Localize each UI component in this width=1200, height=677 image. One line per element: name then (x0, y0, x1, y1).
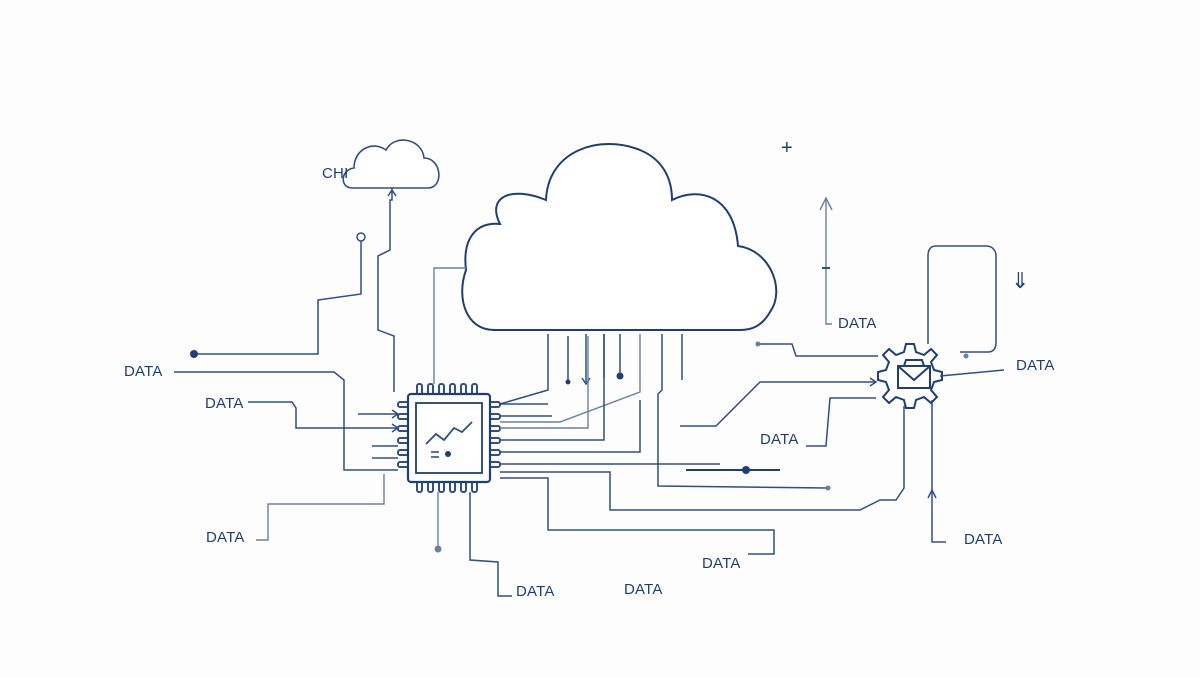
plus-icon: + (781, 137, 793, 159)
cloud-left-wire (433, 267, 466, 384)
data-label-bottom-3: DATA (702, 555, 741, 572)
chip-icon (397, 383, 501, 493)
node-dot-icon (190, 350, 198, 358)
slider-line (686, 466, 780, 474)
small-cloud-icon (342, 139, 440, 189)
data-label-left-1: DATA (124, 363, 163, 380)
envelope-icon (897, 359, 931, 389)
chip-right-wires (500, 334, 905, 555)
big-cloud-icon (461, 143, 778, 331)
data-label-top-right: DATA (838, 315, 877, 332)
data-label-gear-right: DATA (1016, 357, 1055, 374)
data-label-bottom-2: DATA (624, 581, 663, 598)
chip-bottom-wires (434, 492, 512, 597)
open-node-icon (356, 232, 366, 242)
small-arrow-icon (387, 188, 397, 197)
small-cloud-wire (377, 188, 395, 392)
cloud-drops (499, 334, 831, 491)
double-down-arrow-icon: ⇓ (1011, 268, 1030, 293)
left-wire-top (196, 241, 362, 355)
data-label-mid-right: DATA (760, 431, 799, 448)
chi-label: CHI (322, 165, 349, 182)
data-label-left-2: DATA (205, 395, 244, 412)
up-arrow-icon (819, 196, 833, 325)
data-label-left-3: DATA (206, 529, 245, 546)
data-label-gear-bottom: DATA (964, 531, 1003, 548)
loop-wire (927, 245, 997, 353)
gear-wires (680, 341, 1005, 543)
data-label-bottom-1: DATA (516, 583, 555, 600)
chip-left-wires (174, 371, 400, 541)
chart-icon (425, 421, 473, 458)
